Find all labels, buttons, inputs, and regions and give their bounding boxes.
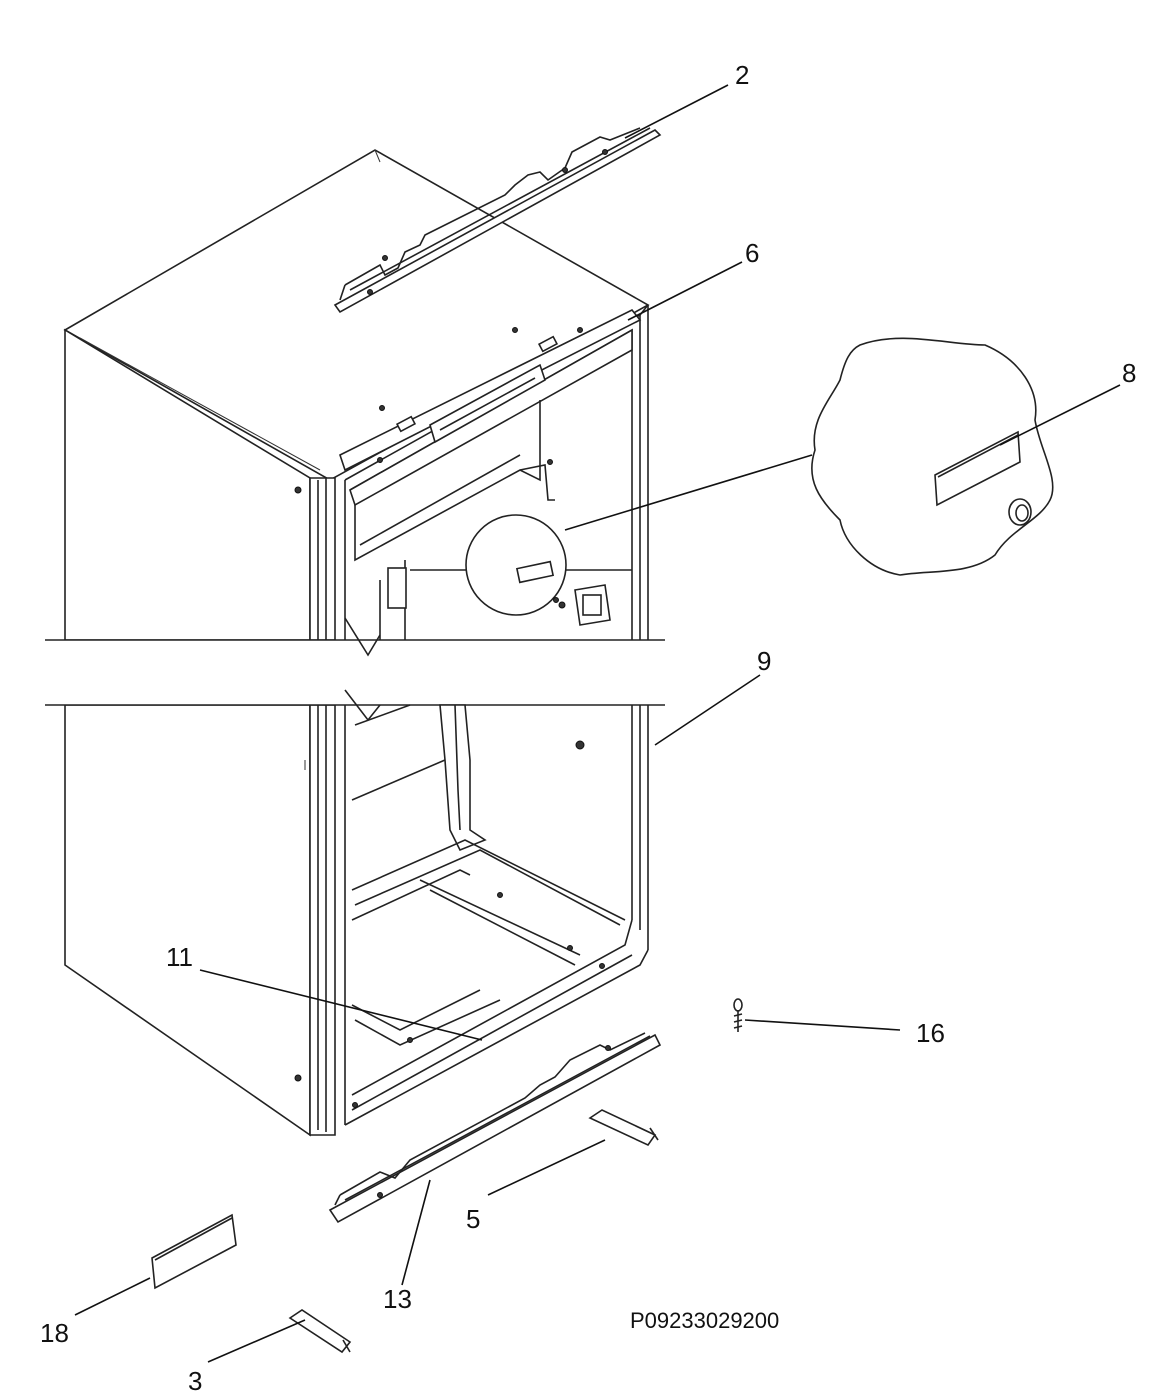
leader-11 bbox=[199, 969, 483, 1041]
callout-18: 18 bbox=[40, 1318, 69, 1348]
detail-magnifier-small bbox=[465, 454, 813, 616]
cabinet-left-side-lower bbox=[64, 704, 311, 1137]
leader-5 bbox=[487, 1139, 606, 1196]
callout-13: 13 bbox=[383, 1284, 412, 1314]
leader-2 bbox=[624, 84, 729, 139]
cabinet-interior-upper bbox=[354, 400, 632, 640]
leader-9 bbox=[654, 674, 761, 746]
callout-11: 11 bbox=[166, 942, 193, 972]
leader-6 bbox=[627, 261, 743, 321]
leader-16 bbox=[744, 1019, 901, 1031]
leader-3 bbox=[207, 1319, 306, 1363]
top-crossmember bbox=[339, 308, 642, 507]
callout-5: 5 bbox=[466, 1204, 480, 1234]
callout-8: 8 bbox=[1122, 358, 1136, 388]
callout-9: 9 bbox=[757, 646, 771, 676]
part-top-rail bbox=[333, 127, 662, 314]
break-band bbox=[40, 617, 670, 722]
part-screw-16 bbox=[733, 998, 743, 1032]
callout-6: 6 bbox=[745, 238, 759, 268]
part-bottom-rail bbox=[328, 1032, 662, 1224]
callout-16: 16 bbox=[916, 1018, 945, 1048]
leader-18 bbox=[74, 1277, 151, 1316]
leader-lines bbox=[74, 84, 1121, 1363]
leader-8 bbox=[999, 384, 1121, 446]
part-nameplate-18 bbox=[151, 1213, 237, 1290]
callout-2: 2 bbox=[735, 60, 749, 90]
part-bracket-3 bbox=[288, 1309, 352, 1354]
leader-13 bbox=[401, 1179, 431, 1286]
document-id: P09233029200 bbox=[630, 1308, 779, 1333]
detail-blob-part8 bbox=[811, 337, 1054, 576]
part-bracket-5 bbox=[588, 1109, 659, 1147]
callout-3: 3 bbox=[188, 1366, 202, 1396]
cabinet-interior-lower bbox=[351, 704, 626, 1108]
